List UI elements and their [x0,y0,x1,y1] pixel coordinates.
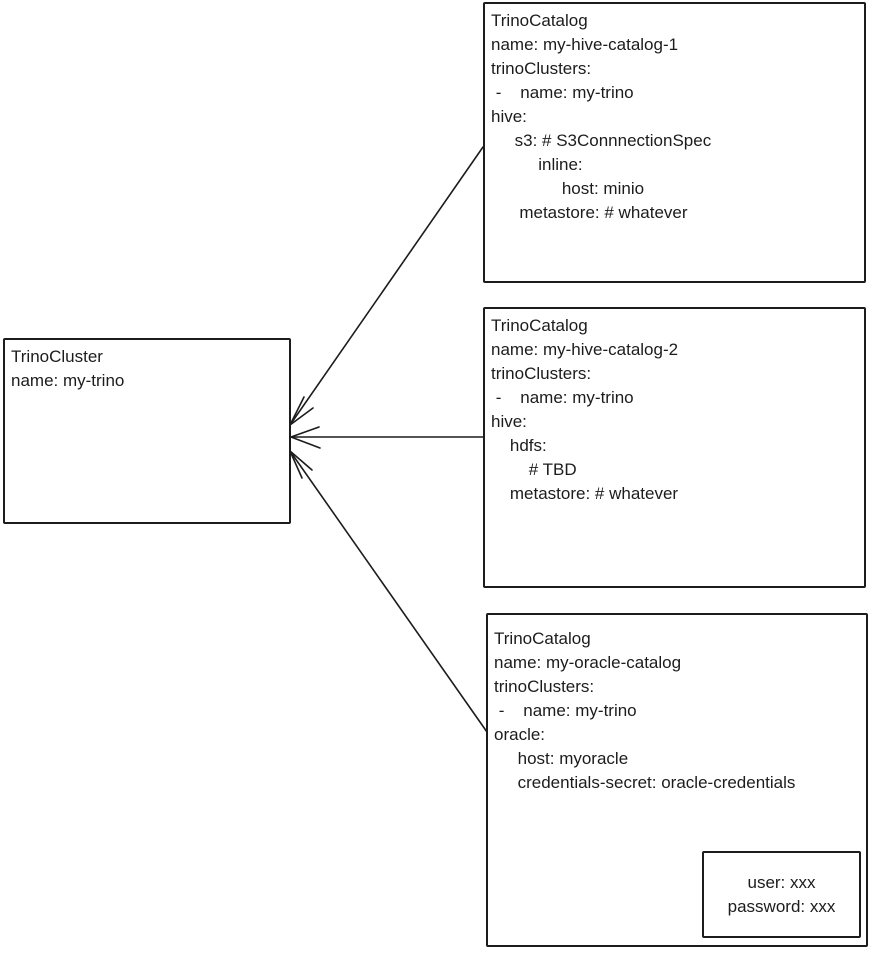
node-text-line: trinoClusters: [494,677,595,696]
node-text-line: name: my-hive-catalog-2 [491,340,679,359]
node-text-line: metastore: # whatever [491,203,688,222]
node-text-line: # TBD [491,460,577,479]
arrowhead-icon [289,396,314,426]
connector-line [289,146,484,426]
node-text-line: trinoClusters: [491,364,592,383]
connector-catalog3-to-cluster [289,450,488,733]
connector-line [289,450,488,733]
node-text-line: TrinoCatalog [494,629,591,648]
trino-catalog-2-node: TrinoCatalog name: my-hive-catalog-2 tri… [483,307,866,588]
trino-catalog-3-node: TrinoCatalog name: my-oracle-catalog tri… [486,613,868,947]
node-text-line: credentials-secret: oracle-credentials [494,773,796,792]
node-text-line: metastore: # whatever [491,484,679,503]
node-text-line: hdfs: [491,436,547,455]
node-text-line: inline: [491,155,583,174]
node-text-line: name: my-hive-catalog-1 [491,35,679,54]
node-text-line: oracle: [494,725,546,744]
connector-catalog1-to-cluster [289,146,484,426]
node-text-line: TrinoCluster [11,347,103,366]
node-text-line: - name: my-trino [491,388,634,407]
node-text-line: host: minio [491,179,645,198]
secret-text-line: user: xxx [747,872,816,892]
node-text-line: TrinoCatalog [491,11,588,30]
node-text-line: TrinoCatalog [491,316,588,335]
credentials-secret-node: user: xxx password: xxx [702,851,861,938]
node-text-line: host: myoracle [494,749,629,768]
trino-cluster-node: TrinoCluster name: my-trino [3,338,291,524]
arrowhead-icon [289,450,313,479]
node-text-line: name: my-oracle-catalog [494,653,682,672]
connector-catalog2-to-cluster [290,426,484,449]
trino-catalog-1-node: TrinoCatalog name: my-hive-catalog-1 tri… [483,2,866,283]
secret-text-line: password: xxx [727,896,836,916]
node-text-line: hive: [491,412,527,431]
arrowhead-icon [290,426,321,449]
node-text-line: trinoClusters: [491,59,592,78]
node-text-line: - name: my-trino [494,701,637,720]
node-text-line: name: my-trino [11,371,125,390]
node-text-line: s3: # S3ConnnectionSpec [491,131,712,150]
node-text-line: hive: [491,107,527,126]
node-text-line: - name: my-trino [491,83,634,102]
